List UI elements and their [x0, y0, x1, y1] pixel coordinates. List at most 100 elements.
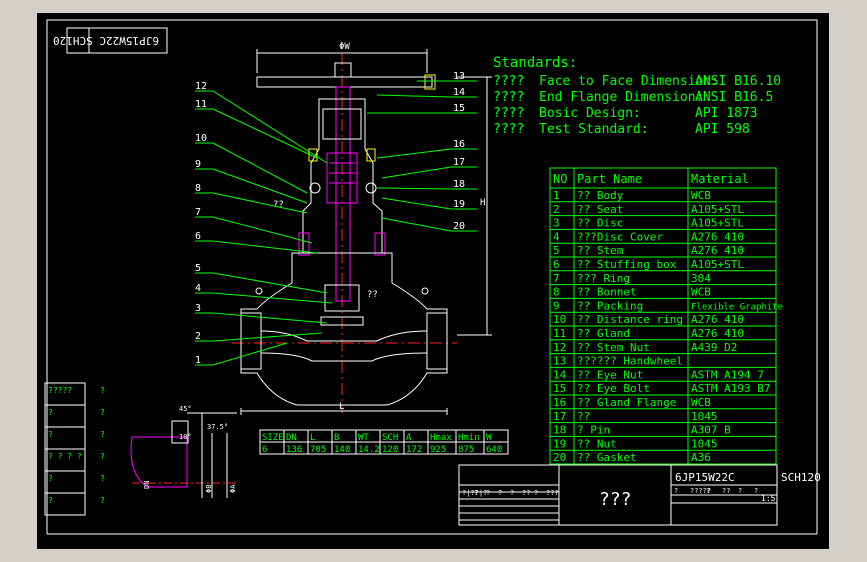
size-value: 14.2 [358, 445, 380, 455]
parts-cell: WCB [691, 189, 711, 202]
standards-title: Standards: [493, 55, 577, 71]
size-table: SIZE6DN136L705B140WT14.2SCH120A172Hmax92… [259, 429, 509, 455]
size-value: 140 [334, 445, 350, 455]
size-header: SIZE [262, 433, 284, 443]
side-cell: ? [48, 496, 53, 505]
side-cell: ? [48, 474, 53, 483]
size-value: 6 [262, 445, 267, 455]
dim-l: L [339, 402, 344, 412]
side-mark: ? [100, 496, 105, 505]
parts-cell: 10 [553, 313, 566, 326]
parts-cell: ?? Stuffing box [577, 258, 677, 271]
size-header: B [334, 433, 339, 443]
eye-bolt-right [365, 182, 377, 194]
size-header: WT [358, 433, 369, 443]
parts-cell: 7 [553, 272, 560, 285]
parts-cell: ?? Nut [577, 437, 617, 450]
parts-cell: 8 [553, 286, 560, 299]
standards-prefix: ???? [493, 122, 524, 137]
parts-cell: ?? Gasket [577, 451, 637, 464]
standards-list: ????Face to Face Dimension:ANSI B16.10??… [493, 74, 781, 137]
title-grid-left: ? [474, 489, 478, 497]
side-mark: ? [100, 386, 105, 395]
standards-value: ANSI B16.10 [695, 74, 781, 89]
parts-cell: A105+STL [691, 203, 744, 216]
title-code: 6JP15W22C [675, 471, 735, 484]
callout-left: 6 [195, 231, 201, 242]
size-value: 640 [486, 445, 502, 455]
drawing-code-upside: 6JP15W22C SCH120 [53, 34, 159, 47]
side-mark: ? [100, 452, 105, 461]
size-value: 925 [430, 445, 446, 455]
callout-right: 19 [453, 199, 465, 210]
parts-cell: A105+STL [691, 258, 744, 271]
drawing-border [46, 19, 818, 535]
callout-left: 5 [195, 263, 201, 274]
parts-cell: 2 [553, 203, 560, 216]
side-cell: ? ? ? ? [48, 452, 82, 461]
size-value: 136 [286, 445, 302, 455]
parts-cell: A276 410 [691, 230, 744, 243]
parts-cell: A105+STL [691, 217, 744, 230]
parts-header: Material [691, 172, 749, 186]
parts-cell: A276 410 [691, 313, 744, 326]
size-header: W [486, 433, 492, 443]
title-grid-left: ? [486, 489, 490, 497]
parts-cell: ASTM A194 7 [691, 368, 764, 381]
standards-prefix: ???? [493, 74, 524, 89]
title-grid-right: ? [754, 487, 758, 495]
standards-prefix: ???? [493, 90, 524, 105]
title-grid-left: ?? [522, 489, 530, 497]
standards-prefix: ???? [493, 106, 524, 121]
note-left: ?? [273, 200, 284, 210]
side-cell: ????? [48, 386, 72, 395]
parts-cell: WCB [691, 396, 711, 409]
parts-cell: ??? Ring [577, 272, 630, 285]
parts-cell: ?? Eye Bolt [577, 382, 650, 395]
callout-right: 13 [453, 71, 465, 82]
parts-cell: Flexible Graphite [691, 302, 783, 312]
parts-cell: ?? Packing [577, 299, 643, 312]
parts-cell: ?? Body [577, 189, 624, 202]
callout-left: 11 [195, 99, 207, 110]
callout-right: 15 [453, 103, 465, 114]
parts-header: NO [553, 172, 567, 186]
parts-cell: 1045 [691, 437, 718, 450]
parts-cell: ?? Bonnet [577, 286, 637, 299]
callout-right: 16 [453, 139, 465, 150]
size-value: 875 [458, 445, 474, 455]
parts-cell: WCB [691, 286, 711, 299]
parts-cell: A439 D2 [691, 341, 737, 354]
standards-label: End Flange Dimension: [539, 90, 703, 105]
parts-cell: 5 [553, 244, 560, 257]
parts-cell: A36 [691, 451, 711, 464]
parts-cell: 13 [553, 355, 566, 368]
detail-a: ΦA [229, 484, 237, 493]
parts-cell: ?? Stem [577, 244, 624, 257]
size-header: Hmax [430, 433, 452, 443]
parts-cell: 3 [553, 217, 560, 230]
callout-right: 18 [453, 179, 465, 190]
weld-detail: 45° 37.5° 10° DN ΦA ΦB [130, 405, 237, 498]
detail-angle-10: 10° [179, 433, 192, 441]
side-mark: ? [100, 430, 105, 439]
title-grid-left: ??? [546, 489, 559, 497]
side-cell: ? [48, 430, 53, 439]
parts-cell: ASTM A193 B7 [691, 382, 770, 395]
handwheel-knob [424, 74, 436, 90]
title-grid-right: ? [738, 487, 742, 495]
callout-right: 20 [453, 221, 465, 232]
disc [324, 284, 360, 312]
title-grid-left: ?|??|? [462, 489, 487, 497]
cad-drawing: 6JP15W22C SCH120 Standards: ????Face to … [44, 19, 821, 535]
standards-value: API 1873 [695, 106, 758, 121]
drawing-code-box [66, 27, 168, 54]
parts-cell: ? Pin [577, 424, 610, 437]
parts-cell: ?? Stem Nut [577, 341, 650, 354]
size-header: SCH [382, 433, 398, 443]
parts-cell: 14 [553, 368, 567, 381]
title-sch: SCH120 [781, 471, 821, 484]
callout-left: 10 [195, 133, 207, 144]
